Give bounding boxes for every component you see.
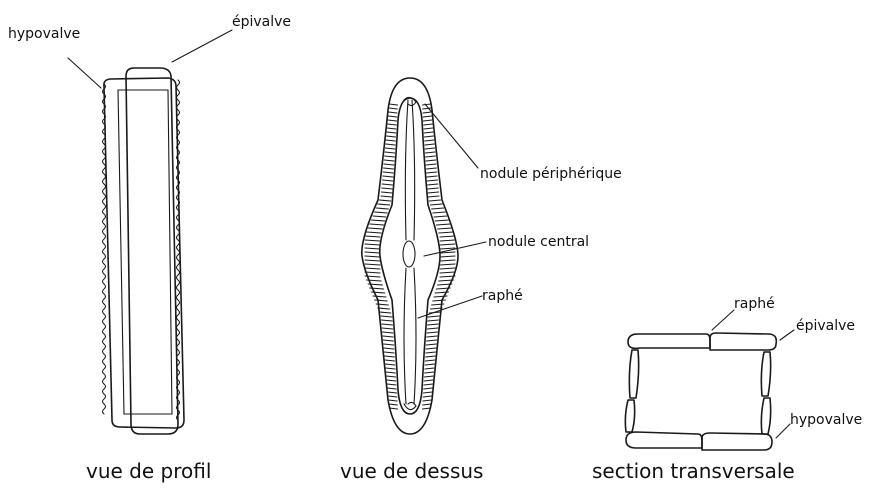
section-left-wall (625, 350, 638, 432)
profile-hypovalve-label: hypovalve (8, 26, 80, 42)
top-raphe-line (404, 100, 416, 404)
top-central-nodule-label: nodule central (488, 234, 589, 250)
top-raphe-label: raphé (482, 288, 523, 304)
caption-top-view: vue de dessus (340, 459, 483, 483)
top-central-nodule (403, 241, 415, 267)
section-hypovalve-label: hypovalve (790, 412, 862, 428)
section-epivalve-label: épivalve (796, 318, 855, 334)
section-epivalve-left (628, 334, 710, 348)
top-view-drawing (362, 78, 486, 434)
section-hypovalve-right (702, 433, 772, 450)
section-raphe-label: raphé (734, 296, 775, 312)
section-raphe-leader (712, 310, 734, 330)
cross-section-drawing (625, 310, 794, 450)
profile-view-drawing (68, 30, 232, 434)
caption-profile-view: vue de profil (86, 459, 211, 483)
top-peripheral-nodule-label: nodule périphérique (480, 166, 622, 182)
section-epivalve-leader (780, 330, 794, 340)
section-right-wall (761, 352, 770, 434)
top-outer-outline (362, 78, 458, 434)
top-inner-outline (380, 98, 440, 414)
section-hypovalve-left (626, 432, 702, 448)
section-epivalve-right (710, 333, 776, 350)
top-striae (365, 104, 455, 409)
profile-epivalve-leader (172, 30, 232, 62)
caption-cross-section: section transversale (592, 459, 795, 483)
section-hypovalve-leader (776, 424, 790, 438)
profile-epivalve-label: épivalve (232, 14, 291, 30)
profile-hypovalve-leader (68, 58, 101, 88)
